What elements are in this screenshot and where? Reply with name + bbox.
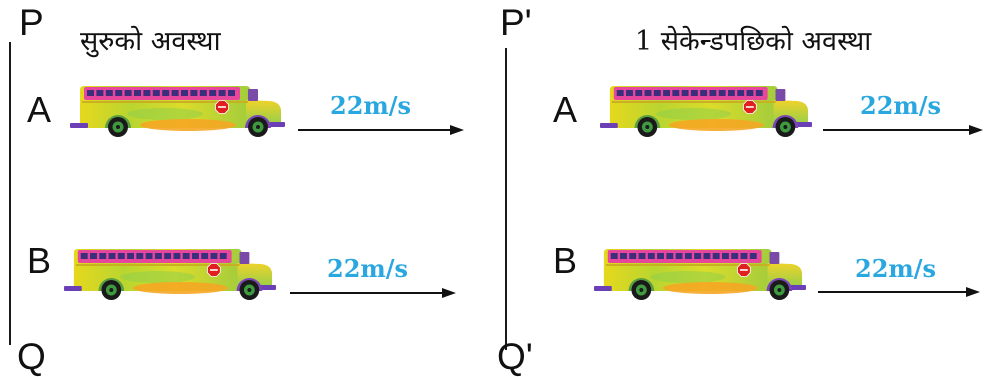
bus-b-illustration <box>64 243 276 301</box>
after-one-second-heading: 1 सेकेन्डपछिको अवस्था <box>635 28 871 55</box>
bus-a-later-illustration <box>600 80 812 138</box>
bus-b-label: B <box>27 243 51 279</box>
bus-b-later-illustration <box>594 243 806 301</box>
initial-state-heading: सुरुको अवस्था <box>80 28 221 55</box>
bus-b-speed: 22m/s <box>327 257 408 281</box>
point-label-q-prime: Q' <box>497 338 533 375</box>
bus-a-direction-arrow-icon <box>298 122 464 138</box>
bus-b-direction-arrow-icon <box>290 285 456 301</box>
bus-b-speed-later: 22m/s <box>855 257 936 281</box>
point-label-p-prime: P' <box>500 4 532 41</box>
point-label-q: Q <box>17 338 46 375</box>
bus-a-speed: 22m/s <box>330 94 411 118</box>
bus-a-label: A <box>27 92 51 128</box>
bus-a-speed-later: 22m/s <box>860 94 941 118</box>
bus-b-later-direction-arrow-icon <box>818 284 980 300</box>
reference-line-pq <box>9 42 11 345</box>
bus-b-label-later: B <box>553 243 577 279</box>
bus-a-label-later: A <box>553 92 577 128</box>
reference-line-p-prime-q-prime <box>505 48 507 350</box>
point-label-p: P <box>19 4 44 41</box>
bus-a-illustration <box>70 80 285 138</box>
bus-a-later-direction-arrow-icon <box>823 122 983 138</box>
